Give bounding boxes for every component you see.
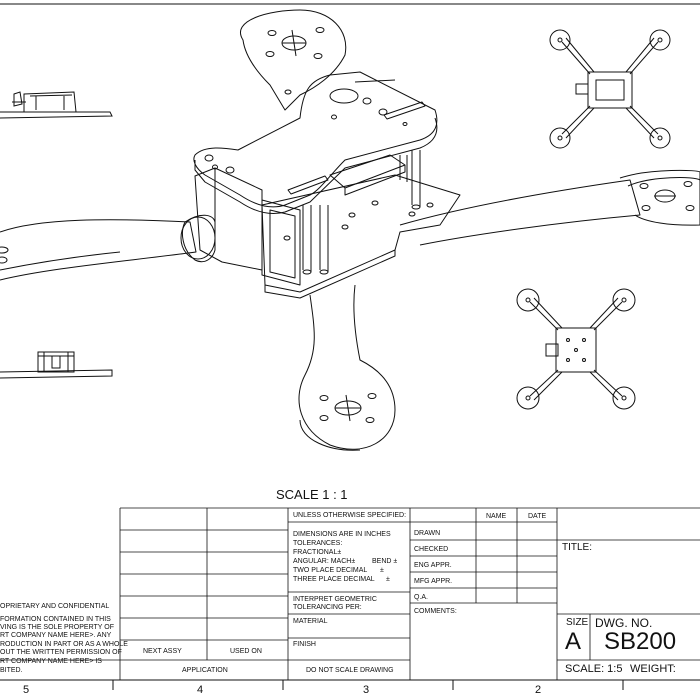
proprietary-line: OPRIETARY AND CONFIDENTIAL: [0, 603, 110, 610]
tolerances-label: TOLERANCES:: [293, 540, 343, 547]
fractional-tolerance: FRACTIONAL±: [293, 549, 342, 556]
bend-tolerance: BEND ±: [372, 558, 398, 565]
proprietary-line: FORMATION CONTAINED IN THIS: [0, 616, 111, 623]
left-arm: [0, 219, 197, 281]
proprietary-line: VING IS THE SOLE PROPERTY OF: [0, 624, 114, 631]
zone-number: 2: [535, 684, 542, 696]
do-not-scale-label: DO NOT SCALE DRAWING: [306, 667, 394, 674]
proprietary-line: RT COMPANY NAME HERE>. ANY: [0, 632, 112, 639]
dimensions-note: DIMENSIONS ARE IN INCHES: [293, 531, 391, 538]
isometric-frame-view: [0, 9, 700, 451]
qa-label: Q.A.: [414, 594, 429, 601]
drawn-label: DRAWN: [414, 530, 441, 537]
proprietary-line: OUT THE WRITTEN PERMISSION OF: [0, 649, 122, 656]
proprietary-line: BITED.: [0, 667, 23, 674]
bottom-plate: [261, 174, 461, 293]
side-plate: [261, 199, 301, 286]
title-block-grid: [0, 507, 700, 680]
material-label: MATERIAL: [293, 618, 328, 625]
two-place-tolerance: TWO PLACE DECIMAL: [293, 567, 368, 574]
camera-lens: [182, 214, 216, 263]
two-place-plusminus: ±: [380, 567, 384, 574]
three-place-tolerance: THREE PLACE DECIMAL: [293, 576, 375, 583]
next-assy-label: NEXT ASSY: [143, 648, 182, 655]
weight-label: WEIGHT:: [630, 663, 676, 675]
angular-tolerance: ANGULAR: MACH±: [293, 558, 356, 565]
used-on-label: USED ON: [230, 648, 262, 655]
three-place-plusminus: ±: [386, 576, 390, 583]
top-plate: [193, 71, 438, 208]
dwg-no-value: SB200: [604, 628, 677, 655]
front-arm: [298, 284, 396, 450]
interpret-geometric-line2: TOLERANCING PER:: [293, 604, 362, 611]
checked-label: CHECKED: [414, 546, 449, 553]
unless-specified-label: UNLESS OTHERWISE SPECIFIED:: [293, 512, 407, 519]
finish-label: FINISH: [293, 641, 316, 648]
eng-appr-label: ENG APPR.: [414, 562, 452, 569]
mfg-appr-label: MFG APPR.: [414, 578, 453, 585]
proprietary-line: RT COMPANY NAME HERE> IS: [0, 658, 102, 665]
standoffs: [302, 150, 421, 275]
application-label: APPLICATION: [182, 667, 228, 674]
zone-number: 5: [23, 684, 30, 696]
title-label: TITLE:: [562, 542, 593, 553]
rear-arm-mount: [240, 9, 347, 111]
bottom-view-small: [516, 288, 636, 410]
scale-label: SCALE 1 : 1: [276, 487, 348, 502]
date-column-header: DATE: [528, 513, 547, 520]
comments-label: COMMENTS:: [414, 608, 457, 615]
name-column-header: NAME: [486, 513, 507, 520]
front-view-lower: [0, 351, 113, 379]
zone-number: 3: [363, 684, 370, 696]
size-value: A: [565, 628, 582, 655]
interpret-geometric-line1: INTERPRET GEOMETRIC: [293, 596, 377, 603]
side-view-upper: [0, 91, 113, 119]
top-view-small: [549, 29, 671, 149]
right-arm: [399, 179, 641, 246]
dwg-no-label: DWG. NO.: [595, 616, 653, 630]
sheet-scale: SCALE: 1:5: [565, 663, 623, 675]
zone-number: 4: [197, 684, 204, 696]
size-label: SIZE: [566, 617, 589, 628]
right-prop-mount: [619, 169, 700, 226]
proprietary-line: RODUCTION IN PART OR AS A WHOLE: [0, 641, 128, 648]
